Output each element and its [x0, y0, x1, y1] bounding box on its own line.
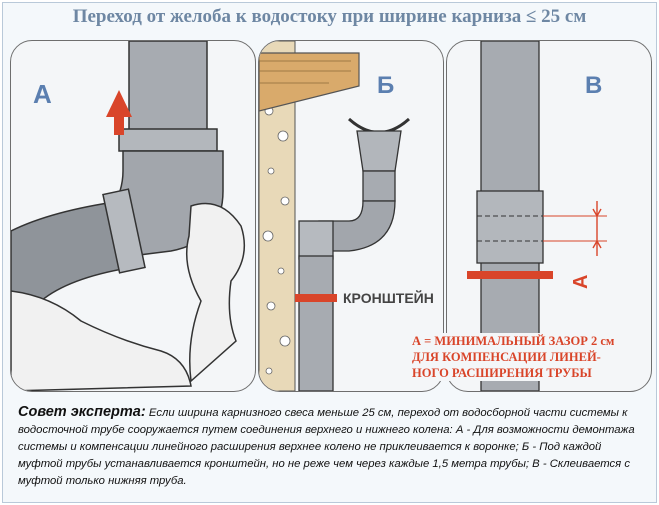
- upper-coupling: [118, 128, 218, 152]
- gap-note-line1: А = МИНИМАЛЬНЫЙ ЗАЗОР 2 см: [412, 334, 615, 348]
- gap-note-line3: НОГО РАСШИРЕНИЯ ТРУБЫ: [412, 366, 592, 380]
- upper-pipe: [128, 41, 208, 137]
- expert-heading: Совет эксперта:: [18, 404, 146, 420]
- wall-texture: [262, 106, 291, 375]
- gutter-funnel: [356, 130, 402, 172]
- panel-b-letter: Б: [377, 72, 394, 99]
- panel-b-illustration: КРОНШТЕЙН Б: [259, 41, 434, 391]
- bracket-v: [467, 271, 553, 279]
- panel-v-letter: В: [585, 72, 602, 99]
- bracket-label: КРОНШТЕЙН: [343, 289, 434, 306]
- roof-eave: [259, 52, 360, 112]
- bracket: [295, 294, 337, 302]
- panel-v-illustration: А В: [467, 41, 607, 391]
- elbow-b: [318, 200, 396, 252]
- lower-coupling: [102, 188, 146, 274]
- expert-note: Совет эксперта: Если ширина карнизного с…: [18, 404, 648, 490]
- panel-a: А: [10, 40, 256, 392]
- panel-a-letter: А: [33, 79, 52, 109]
- downpipe-b: [298, 255, 334, 391]
- roof-grain: [259, 60, 351, 84]
- funnel-outlet: [362, 170, 396, 202]
- right-hand: [186, 202, 246, 383]
- dim-label: А: [570, 275, 592, 289]
- panel-a-illustration: А: [11, 41, 246, 391]
- gap-note: А = МИНИМАЛЬНЫЙ ЗАЗОР 2 см ДЛЯ КОМПЕНСАЦ…: [412, 333, 648, 381]
- gap-note-line2: ДЛЯ КОМПЕНСАЦИИ ЛИНЕЙ-: [412, 350, 601, 364]
- figure-title: Переход от желоба к водостоку при ширине…: [72, 6, 587, 27]
- coupling-v: [476, 190, 544, 264]
- expert-text: Если ширина карнизного свеса меньше 25 с…: [18, 407, 635, 487]
- dim-arrows: [592, 208, 602, 249]
- arrow-up-icon: [106, 90, 132, 135]
- left-hand: [11, 290, 192, 391]
- elbow-coupling-b: [298, 220, 334, 260]
